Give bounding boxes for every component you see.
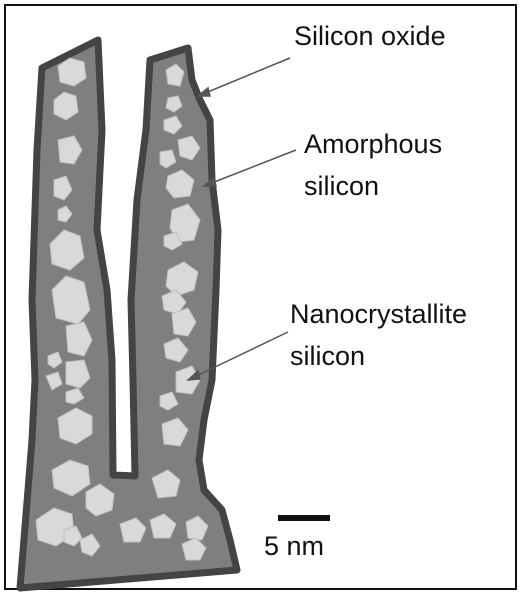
scale-bar-label: 5 nm <box>264 530 324 562</box>
scale-bar <box>278 515 330 521</box>
label-silicon-oxide: Silicon oxide <box>294 20 446 52</box>
label-nanocrystallite-line2: silicon <box>290 340 365 372</box>
arrow-amorphous <box>204 150 296 186</box>
nanowire-structure <box>20 40 237 588</box>
label-amorphous-line1: Amorphous <box>304 128 442 160</box>
arrow-silicon-oxide <box>198 58 290 96</box>
label-nanocrystallite-line1: Nanocrystallite <box>290 298 467 330</box>
label-amorphous-line2: silicon <box>304 170 379 202</box>
